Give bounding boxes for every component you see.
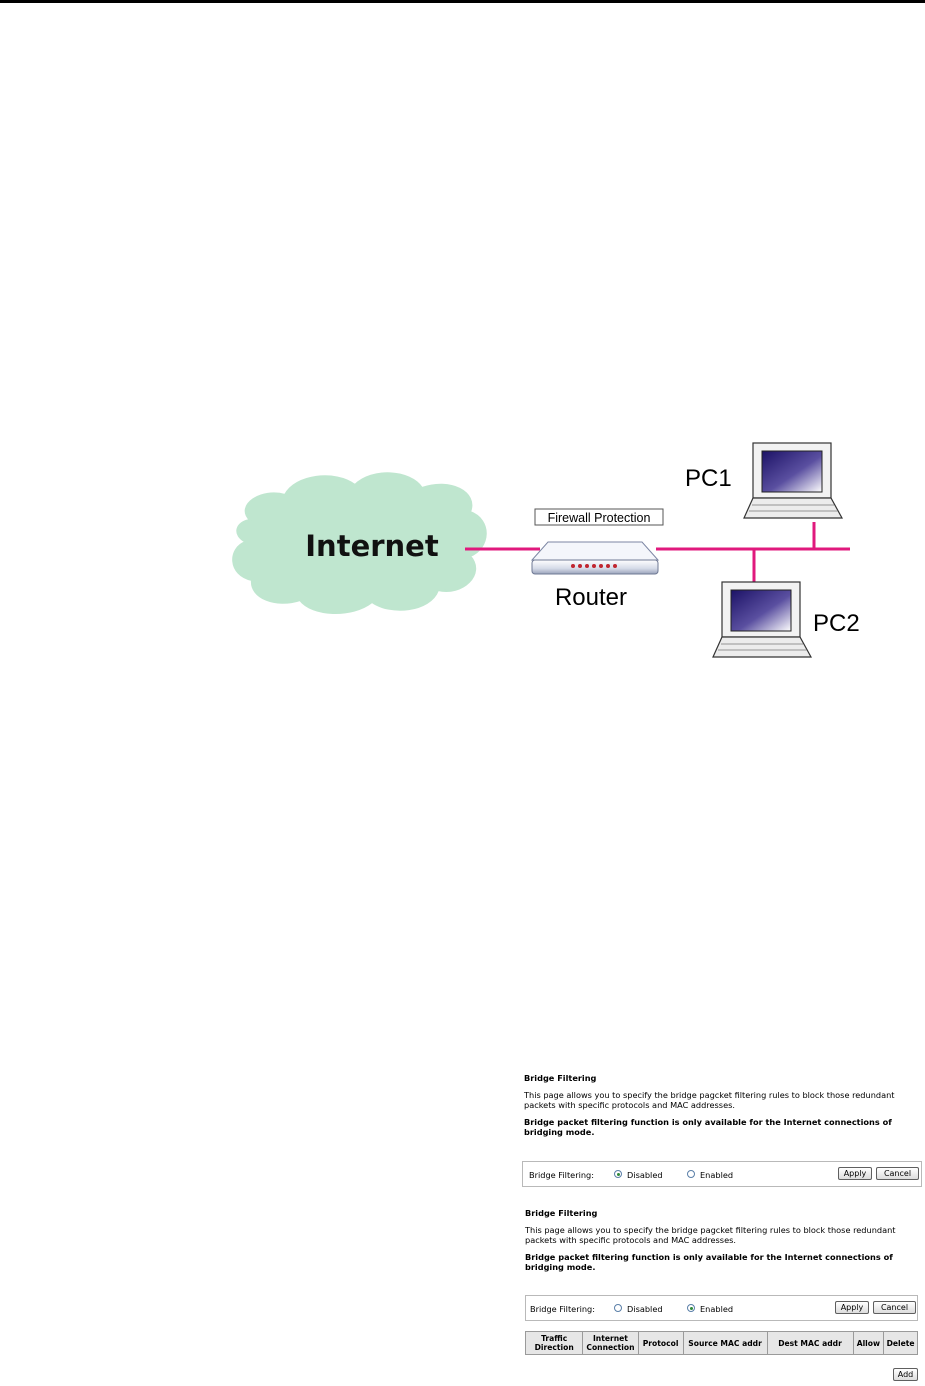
- firewall-label: Firewall Protection: [548, 511, 651, 525]
- bridge-filtering-field-label: Bridge Filtering:: [530, 1304, 595, 1314]
- enabled-radio-label: Enabled: [700, 1304, 733, 1314]
- router-icon: [532, 542, 658, 574]
- disabled-radio[interactable]: [614, 1170, 622, 1178]
- pc2-laptop-icon: [713, 582, 811, 657]
- bridge-filtering-control-box: Bridge Filtering: Disabled Enabled Apply…: [525, 1295, 918, 1321]
- cancel-button[interactable]: Cancel: [876, 1167, 919, 1180]
- bridge-filter-rules-table: Traffic Direction Internet Connection Pr…: [525, 1331, 918, 1355]
- enabled-radio-label: Enabled: [700, 1170, 733, 1180]
- enabled-radio[interactable]: [687, 1304, 695, 1312]
- cancel-button[interactable]: Cancel: [873, 1301, 916, 1314]
- page-title: Bridge Filtering: [524, 1073, 920, 1083]
- disabled-radio[interactable]: [614, 1304, 622, 1312]
- bridge-filtering-panel-enabled: Bridge Filtering This page allows you to…: [525, 1208, 918, 1272]
- bridge-filtering-field-label: Bridge Filtering:: [529, 1170, 594, 1180]
- bridge-filtering-control-box: Bridge Filtering: Disabled Enabled Apply…: [522, 1161, 922, 1187]
- page-title: Bridge Filtering: [525, 1208, 918, 1218]
- disabled-radio-label: Disabled: [627, 1304, 663, 1314]
- availability-note: Bridge packet filtering function is only…: [525, 1252, 918, 1272]
- column-header-internet-connection: Internet Connection: [583, 1332, 638, 1355]
- network-diagram: Internet Firewall Protection Router PC1: [0, 0, 925, 700]
- column-header-traffic-direction: Traffic Direction: [526, 1332, 583, 1355]
- disabled-radio-label: Disabled: [627, 1170, 663, 1180]
- pc1-laptop-icon: [744, 443, 842, 518]
- apply-button[interactable]: Apply: [835, 1301, 869, 1314]
- router-label: Router: [555, 584, 627, 611]
- pc1-label: PC1: [685, 465, 732, 492]
- internet-label: Internet: [305, 529, 439, 563]
- add-rule-button[interactable]: Add: [893, 1368, 918, 1381]
- column-header-delete: Delete: [884, 1332, 918, 1355]
- bridge-filtering-panel-disabled: Bridge Filtering This page allows you to…: [524, 1073, 920, 1137]
- table-header-row: Traffic Direction Internet Connection Pr…: [526, 1332, 918, 1355]
- enabled-radio[interactable]: [687, 1170, 695, 1178]
- column-header-protocol: Protocol: [638, 1332, 683, 1355]
- column-header-dest-mac: Dest MAC addr: [767, 1332, 853, 1355]
- availability-note: Bridge packet filtering function is only…: [524, 1117, 920, 1137]
- page-description: This page allows you to specify the brid…: [524, 1090, 920, 1110]
- page-description: This page allows you to specify the brid…: [525, 1225, 918, 1245]
- apply-button[interactable]: Apply: [838, 1167, 872, 1180]
- network-cables: [465, 522, 850, 583]
- column-header-source-mac: Source MAC addr: [683, 1332, 767, 1355]
- pc2-label: PC2: [813, 610, 860, 637]
- column-header-allow: Allow: [853, 1332, 884, 1355]
